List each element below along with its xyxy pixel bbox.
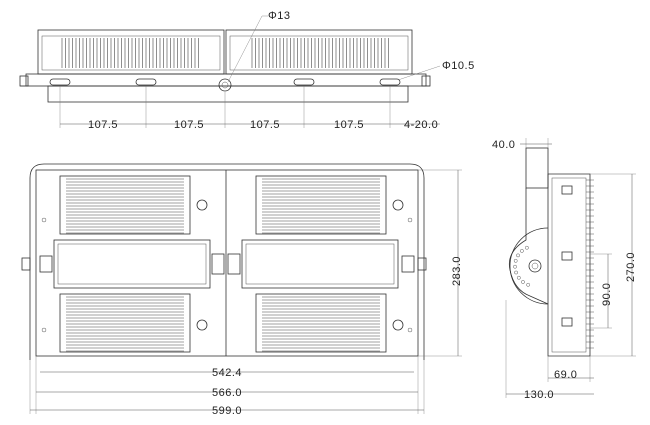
hole-large-label: Φ13 (268, 10, 291, 22)
side-view-fins (586, 179, 594, 349)
spacing-4: 107.5 (334, 119, 364, 131)
side-view: 40.0 270.0 90.0 69.0 130.0 (492, 138, 637, 401)
top-view-fins-right (251, 38, 389, 68)
hole-small-label: Φ10.5 (442, 60, 475, 72)
mid-90-label: 90.0 (601, 283, 613, 306)
depth-130-label: 130.0 (524, 389, 554, 401)
top-view-fins-left (61, 38, 199, 68)
front-view: 542.4 566.0 599.0 283.0 (21, 163, 463, 417)
top-view: Φ13 Φ10.5 107.5 107.5 107.5 107.5 4-20.0 (19, 10, 475, 131)
width-599-label: 599.0 (212, 405, 242, 417)
front-view-fins (66, 178, 380, 352)
width-542-label: 542.4 (212, 367, 242, 379)
height-283-label: 283.0 (451, 256, 463, 286)
side-view-adjust-holes (513, 245, 531, 287)
slot-label: 4-20.0 (404, 119, 438, 131)
height-270-label: 270.0 (625, 252, 637, 282)
base-69-label: 69.0 (554, 369, 577, 381)
spacing-3: 107.5 (250, 119, 280, 131)
width-566-label: 566.0 (212, 387, 242, 399)
spacing-2: 107.5 (174, 119, 204, 131)
spacing-1: 107.5 (88, 119, 118, 131)
top-40-label: 40.0 (492, 139, 515, 151)
